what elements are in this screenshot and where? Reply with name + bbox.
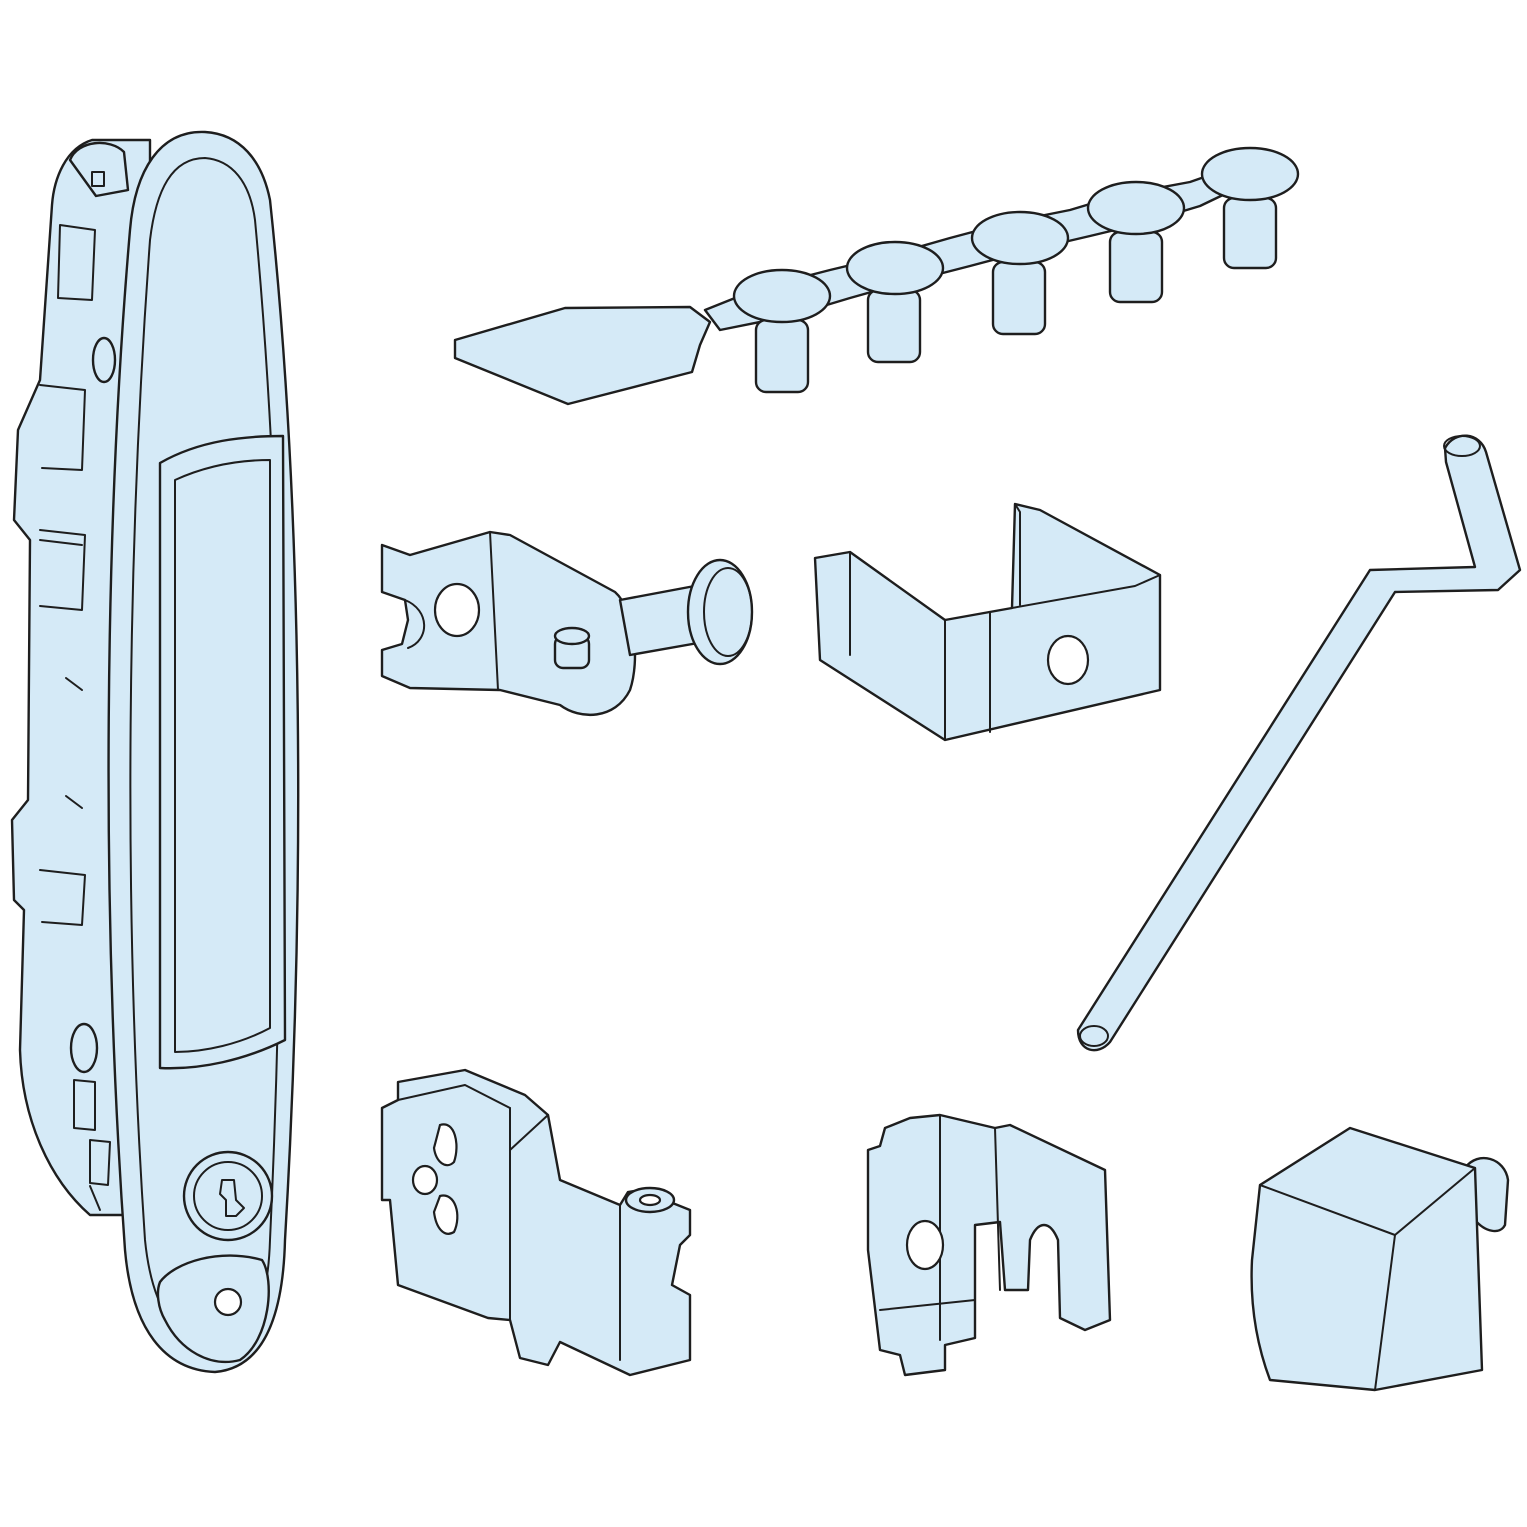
latch-left-body xyxy=(380,1068,692,1377)
latch-left-slot-top xyxy=(432,1123,458,1167)
plug-5 xyxy=(1200,146,1300,270)
strip-tab xyxy=(453,305,712,406)
latch-right-body xyxy=(866,1113,1112,1377)
release-button xyxy=(156,1254,270,1363)
body-top-lug xyxy=(68,141,130,198)
cap-body xyxy=(1250,1126,1484,1392)
body-boss-bottom xyxy=(69,1022,99,1074)
bracket-hole xyxy=(433,582,481,638)
angle-bracket-with-pin xyxy=(380,530,754,717)
latch-right-hole xyxy=(905,1219,945,1271)
u-bracket-hole xyxy=(1046,634,1090,686)
blanking-plug-strip xyxy=(453,146,1300,406)
handle-push-panel xyxy=(158,434,287,1070)
end-cap-block xyxy=(1250,1126,1510,1392)
plug-2 xyxy=(845,240,945,364)
body-boss-top xyxy=(91,336,117,384)
latch-left-hole xyxy=(411,1164,439,1196)
plug-1 xyxy=(732,268,832,394)
u-bracket-body xyxy=(813,502,1162,742)
latch-bracket-left xyxy=(380,1068,692,1377)
bracket-plate xyxy=(380,530,637,717)
u-bracket xyxy=(813,502,1162,742)
rod-body xyxy=(1076,434,1522,1052)
key-lock xyxy=(182,1150,274,1242)
door-handle-with-key-lock xyxy=(10,130,300,1374)
latch-left-slot-bottom xyxy=(432,1194,459,1235)
latch-bracket-right xyxy=(866,1113,1112,1377)
plug-3 xyxy=(970,210,1070,336)
operating-rod xyxy=(1076,434,1522,1052)
plug-4 xyxy=(1086,180,1186,304)
